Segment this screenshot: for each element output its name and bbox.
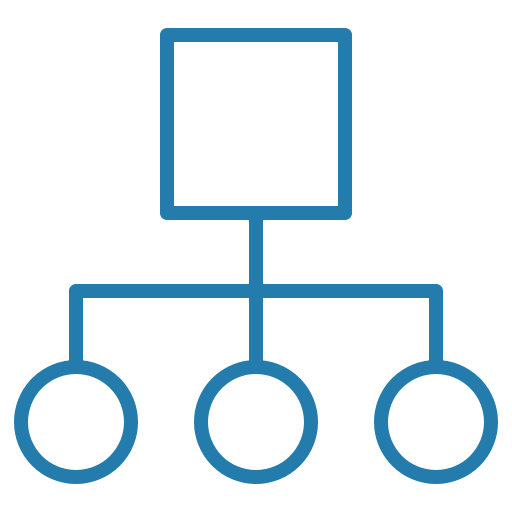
child-circle-node-center	[194, 360, 318, 484]
tree-connector-lines	[69, 206, 443, 374]
root-square-node	[160, 28, 352, 220]
child-circle-node-left	[14, 360, 138, 484]
child-circle-node-right	[374, 360, 498, 484]
